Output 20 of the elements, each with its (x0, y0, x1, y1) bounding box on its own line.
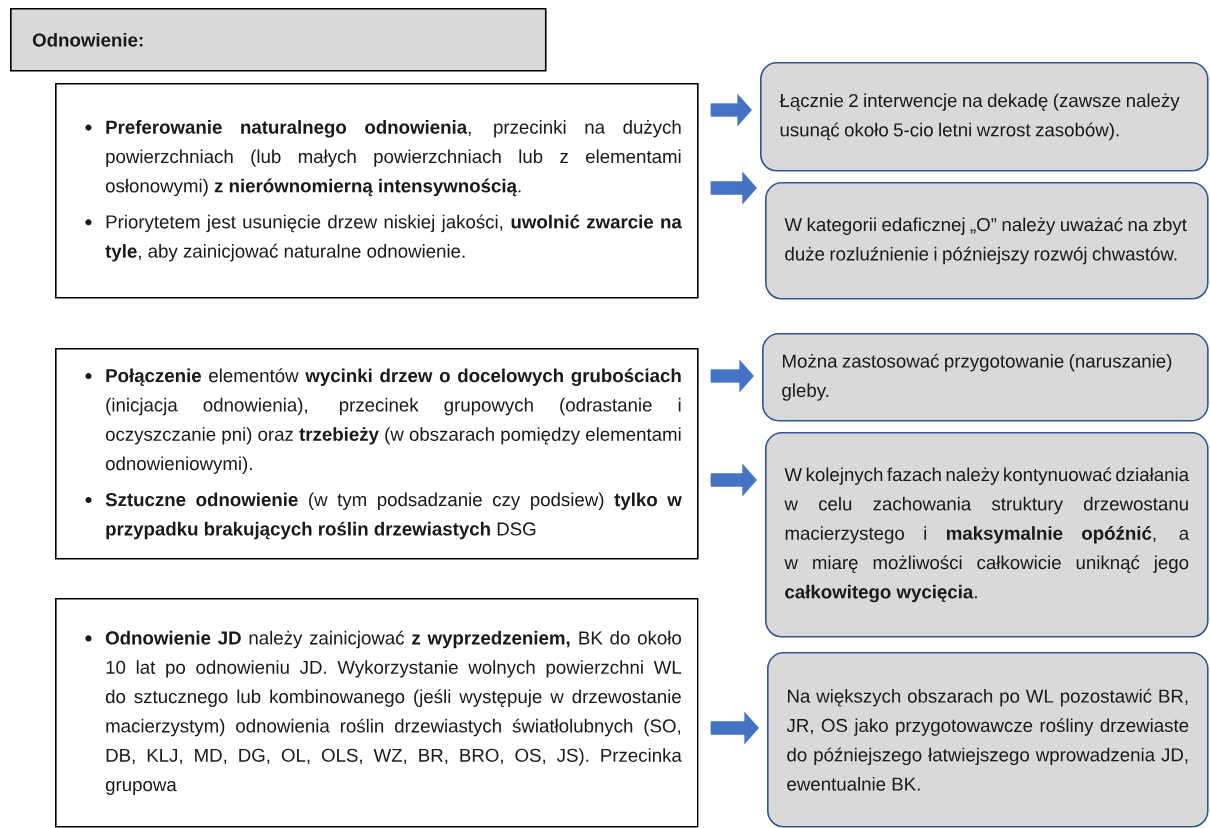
note-text: Na większych obszarach po WL pozostawić BR, JR, OS jako przygotowawcze rośliny drzewiaste do późniejszego łatwiejszego wprowadzenia JD, ewentualnie BK. (786, 688, 1189, 791)
note-box (760, 62, 1209, 172)
header-box (10, 8, 547, 72)
bullet-point: Priorytetem jest usunięcie drzew niskiej jakości, uwolnić zwarcie na tyle, aby zainicjować naturalne odnowienie. (105, 214, 682, 262)
note-box (765, 182, 1209, 300)
note-text: W kategorii edaficznej „O” należy uważać na zbyt duże rozluźnienie i późniejszy rozwój chwastów. (784, 217, 1187, 265)
note-box (767, 652, 1209, 828)
note-text: W kolejnych fazach należy kontynuować działania w celu zachowania struktury drzewostanu macierzystego i maksymalnie opóźnić, a w miarę możliwości całkowicie uniknąć jego całkowitego wycięcia. (784, 467, 1190, 603)
heading: Odnowienie: (32, 32, 143, 47)
note-text: Łącznie 2 interwencje na dekadę (zawsze należy usunąć około 5-cio letni wzrost zasobów). (779, 93, 1180, 141)
note-box (765, 432, 1209, 638)
note-text: Można zastosować przygotowanie (naruszanie) gleby. (782, 353, 1172, 401)
note-box (762, 333, 1209, 422)
text-box (55, 83, 699, 299)
bullet-point: Preferowanie naturalnego odnowienia, przecinki na dużych powierzchniach (lub małych powierzchniach lub z elementami osłonowymi) z nierównomierną intensywnością. (105, 120, 681, 197)
bullet-point: Sztuczne odnowienie (w tym podsadzanie czy podsiew) tylko w przypadku brakujących roślin drzewiastych DSG (105, 492, 682, 540)
text-box (55, 348, 699, 560)
bullet-point: Odnowienie JD należy zainicjować z wyprzedzeniem, BK do około 10 lat po odnowieniu JD. Wykorzystanie wolnych powierzchni WL do sztucznego lub kombinowanego (jeśli występuje w drzewostanie macierzystym) odnowienia roślin drzewiastych światłolubnych (SO, DB, KLJ, MD, DG, OL, OLS, WZ, BR, BRO, OS, JS). Przecinka grupowa (105, 630, 682, 795)
text-box (55, 598, 699, 828)
bullet-point: Połączenie elementów wycinki drzew o docelowych grubościach (inicjacja odnowienia), przecinek grupowych (odrastanie i oczyszczanie pni) oraz trzebieży (w obszarach pomiędzy elementami odnowieniowymi). (105, 368, 681, 474)
